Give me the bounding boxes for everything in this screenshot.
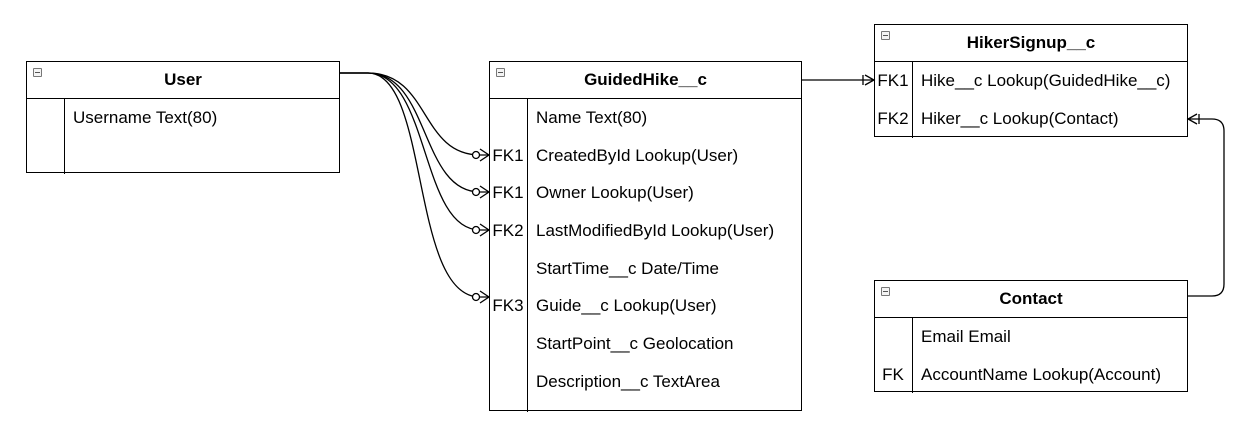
row-field: StartPoint__c Geolocation [536,333,734,353]
entity-row[interactable]: Name Text(80) [490,99,801,137]
entity-user[interactable]: User Username Text(80) [26,61,340,174]
entity-row[interactable]: FK2 Hiker__c Lookup(Contact) [875,100,1187,138]
row-field: CreatedById Lookup(User) [536,145,739,165]
key-column [875,62,913,138]
row-field: Owner Lookup(User) [536,183,694,203]
row-field: Hike__c Lookup(GuidedHike__c) [921,70,1171,90]
connector-user-lastmodified[interactable] [340,72,489,231]
zero-marker [471,187,481,197]
row-key: FK1 [877,70,909,90]
row-field: StartTime__c Date/Time [536,258,719,278]
collapse-icon[interactable] [881,287,890,296]
entity-row[interactable]: StartTime__c Date/Time [490,250,801,288]
collapse-icon[interactable] [881,31,890,40]
row-field: Hiker__c Lookup(Contact) [921,108,1119,128]
entity-title: User [164,70,202,89]
row-field: LastModifiedById Lookup(User) [536,220,775,240]
row-key: FK3 [492,296,524,316]
row-key: FK [882,364,904,384]
connector-user-guide[interactable] [340,72,489,298]
row-field: Description__c TextArea [536,371,720,391]
entity-row[interactable]: FK1 Hike__c Lookup(GuidedHike__c) [875,62,1187,100]
entity-row[interactable]: Username Text(80) [27,99,339,137]
many-marker [1186,113,1198,125]
entity-hiker-signup[interactable]: HikerSignup__c FK1 Hike__c Lookup(Guided… [874,24,1188,138]
zero-marker [471,292,481,302]
key-column [490,99,528,412]
connector-user-owner[interactable] [340,72,489,193]
many-marker [479,148,491,162]
entity-row[interactable]: StartPoint__c Geolocation [490,325,801,363]
row-field: Username Text(80) [73,107,218,127]
entity-contact[interactable]: Contact Email Email FK AccountName Looku… [874,280,1188,394]
many-marker [479,223,491,237]
connector-user-createdby[interactable] [340,72,489,156]
many-marker [479,185,491,199]
zero-marker [471,225,481,235]
entity-guided-hike[interactable]: GuidedHike__c Name Text(80) FK1 CreatedB… [489,61,802,412]
entity-row[interactable]: FK3 Guide__c Lookup(User) [490,287,801,325]
entity-row[interactable]: FK1 CreatedById Lookup(User) [490,137,801,175]
entity-header: Contact [875,281,1187,318]
entity-row[interactable]: Description__c TextArea [490,363,801,401]
entity-row[interactable]: FK2 LastModifiedById Lookup(User) [490,212,801,250]
row-key: FK1 [492,145,524,165]
connector-contact-signup[interactable] [1188,118,1225,297]
row-key: FK1 [492,183,524,203]
row-key: FK2 [492,220,524,240]
key-column [875,318,913,393]
collapse-icon[interactable] [496,68,505,77]
entity-row[interactable]: FK AccountName Lookup(Account) [875,356,1187,394]
row-field: Guide__c Lookup(User) [536,296,717,316]
collapse-icon[interactable] [33,68,42,77]
row-field: Email Email [921,326,1011,346]
entity-row[interactable]: Email Email [875,318,1187,356]
key-column [27,99,65,174]
entity-title: GuidedHike__c [584,70,707,89]
zero-marker [471,150,481,160]
row-field: Name Text(80) [536,107,648,127]
entity-header: HikerSignup__c [875,25,1187,62]
entity-title: HikerSignup__c [966,33,1096,52]
entity-title: Contact [999,289,1063,308]
row-key: FK2 [877,108,909,128]
entity-header: GuidedHike__c [490,62,801,99]
many-marker [864,74,876,86]
many-marker [479,290,491,304]
entity-header: User [27,62,339,99]
row-field: AccountName Lookup(Account) [921,364,1162,384]
entity-row[interactable]: FK1 Owner Lookup(User) [490,174,801,212]
